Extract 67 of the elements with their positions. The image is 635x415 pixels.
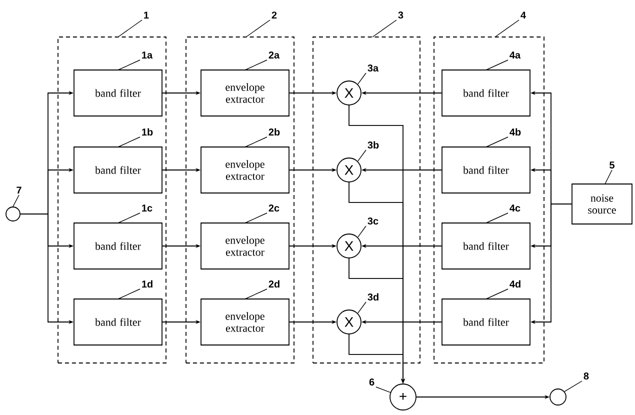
callout-number: 2a <box>268 52 280 59</box>
callout-number: 5 <box>610 162 614 169</box>
leader-line <box>486 212 508 224</box>
leader-line <box>372 20 397 38</box>
callout-number: 1 <box>144 12 149 19</box>
callout-number: 1c <box>142 204 152 212</box>
callout-number: 3 <box>398 12 404 19</box>
callout-number: 1d <box>142 280 152 288</box>
block-box: band filter <box>74 222 162 270</box>
leader-line <box>564 380 582 392</box>
callout-number: 1a <box>142 52 153 59</box>
leader-line <box>244 212 268 224</box>
block-box: envelope extractor <box>200 222 290 270</box>
leader-line <box>118 60 140 70</box>
leader-line <box>244 136 268 148</box>
block-box: band filter <box>442 70 530 116</box>
callout-number: 3a <box>368 64 379 72</box>
terminal-circle <box>6 206 20 222</box>
block-box: band filter <box>74 298 162 346</box>
callout-number: 2 <box>272 12 277 19</box>
block-box: envelope extractor <box>200 298 290 346</box>
callout-number: 2b <box>268 128 280 136</box>
leader-line <box>246 20 270 38</box>
callout-number: 4a <box>510 52 521 59</box>
leader-line <box>486 60 508 70</box>
callout-number: 8 <box>584 372 589 380</box>
leader-line <box>244 60 268 70</box>
terminal-circle <box>550 388 566 406</box>
leader-line <box>118 136 140 148</box>
leader-line <box>357 302 366 314</box>
block-box: band filter <box>442 146 530 194</box>
dashed-group-box <box>312 36 420 364</box>
dashed-group-box <box>434 36 544 364</box>
callout-number: 4c <box>510 204 520 212</box>
leader-line <box>357 72 366 85</box>
leader-line <box>486 136 508 148</box>
leader-line <box>604 170 612 184</box>
callout-number: 1b <box>142 128 153 136</box>
dashed-group-box <box>58 36 166 364</box>
leader-line <box>486 288 508 300</box>
leader-line <box>376 386 391 393</box>
callout-number: 4d <box>510 280 520 288</box>
callout-number: 6 <box>369 378 374 386</box>
block-box: band filter <box>442 298 530 346</box>
block-box: band filter <box>74 146 162 194</box>
leader-line <box>494 20 520 38</box>
leader-line <box>12 194 20 207</box>
leader-line <box>118 212 140 224</box>
leader-line <box>357 226 366 238</box>
leader-line <box>118 288 140 300</box>
dashed-group-box <box>186 36 294 364</box>
callout-number: 3c <box>368 218 378 225</box>
block-box: band filter <box>74 70 162 116</box>
block-box: envelope extractor <box>200 70 290 116</box>
callout-number: 4b <box>510 128 521 136</box>
callout-number: 4 <box>520 12 526 19</box>
leader-line <box>357 150 366 162</box>
leader-line <box>118 20 142 38</box>
block-box: noise source <box>572 184 632 224</box>
callout-number: 2d <box>268 280 280 288</box>
callout-number: 3b <box>368 141 379 149</box>
block-box: envelope extractor <box>200 146 290 194</box>
callout-number: 2c <box>268 204 280 212</box>
callout-number: 3d <box>368 293 378 301</box>
leader-line <box>244 288 268 300</box>
callout-number: 7 <box>16 186 22 194</box>
block-box: band filter <box>442 222 530 270</box>
